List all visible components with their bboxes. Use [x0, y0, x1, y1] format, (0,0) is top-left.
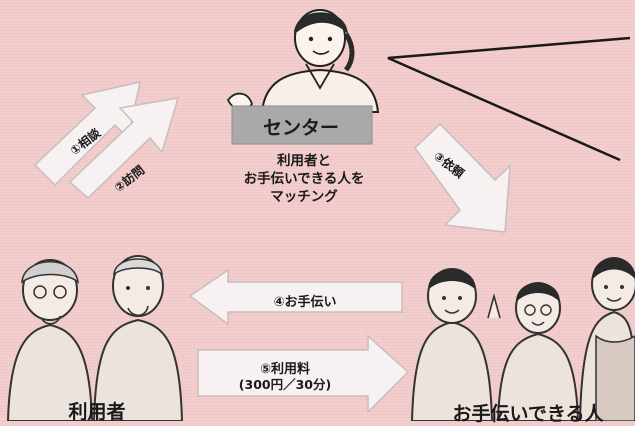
step-fee-label: ⑤利用料 — [259, 362, 310, 377]
arrow-fee — [197, 334, 410, 414]
users-figures-icon — [6, 255, 184, 421]
center-staff-icon — [226, 9, 380, 113]
arrow-request — [414, 122, 511, 233]
matching-text: 利用者と お手伝いできる人を マッチング — [215, 152, 393, 206]
helpers-figures-icon — [410, 257, 635, 421]
arrow-visit — [68, 97, 180, 200]
step-fee-amount: (300円／30分) — [238, 377, 332, 392]
helpers-group-label: お手伝いできる人 — [452, 403, 604, 425]
users-group-label: 利用者 — [68, 401, 126, 423]
center-label: センター — [262, 117, 339, 139]
matching-line-3: マッチング — [270, 189, 338, 205]
arrow-help — [188, 268, 403, 326]
matching-line-2: お手伝いできる人を — [243, 171, 365, 187]
pointer-line — [387, 36, 631, 162]
matching-line-1: 利用者と — [277, 153, 331, 169]
step-help-label: ④お手伝い — [273, 295, 337, 310]
center-sign — [231, 105, 373, 145]
